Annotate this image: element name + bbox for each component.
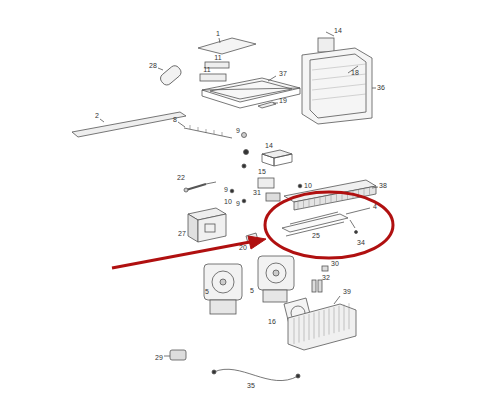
callout-number: 9 xyxy=(236,127,240,135)
callout-number: 28 xyxy=(149,62,157,70)
callout-number: 5 xyxy=(205,288,209,296)
callout-number: 29 xyxy=(155,354,163,362)
callout-number: 9 xyxy=(236,200,240,208)
callout-number: 10 xyxy=(304,182,312,190)
callout-number: 11 xyxy=(203,66,210,74)
fin-stroke xyxy=(294,318,295,344)
callout-number: 32 xyxy=(322,274,330,282)
fin-stroke xyxy=(314,199,315,206)
callout-number: 22 xyxy=(177,174,185,182)
fin-stroke xyxy=(324,310,325,336)
callout-number: 39 xyxy=(343,288,351,296)
fin-stroke xyxy=(339,306,340,332)
fin-stroke xyxy=(298,202,299,209)
fin-stroke xyxy=(364,189,365,196)
callout-number: 9 xyxy=(224,186,228,194)
fin-stroke xyxy=(303,201,304,208)
fin-stroke xyxy=(336,194,337,201)
fin-stroke xyxy=(304,315,305,341)
callout-number: 20 xyxy=(239,244,247,252)
fin-stroke xyxy=(329,309,330,335)
callout-number: 25 xyxy=(312,232,320,240)
fin-stroke xyxy=(319,311,320,337)
callout-number: 18 xyxy=(351,69,359,77)
callout-number: 30 xyxy=(331,260,339,268)
callout-number: 15 xyxy=(258,168,266,176)
fin-stroke xyxy=(325,197,326,204)
callout-number: 1 xyxy=(216,30,220,38)
callout-number: 37 xyxy=(279,70,287,78)
fin-stroke xyxy=(334,307,335,333)
fin-stroke xyxy=(349,303,350,329)
callout-number: 38 xyxy=(379,182,387,190)
fin-stroke xyxy=(342,193,343,200)
callout-number: 34 xyxy=(357,239,365,247)
callout-number: 4 xyxy=(373,203,377,211)
callout-number: 2 xyxy=(95,112,99,120)
fin-stroke xyxy=(344,305,345,331)
fin-stroke xyxy=(299,317,300,343)
callout-number: 8 xyxy=(173,116,177,124)
callout-number: 27 xyxy=(178,230,186,238)
callout-number: 11 xyxy=(214,54,221,62)
callout-number: 14 xyxy=(334,27,342,35)
callout-number: 35 xyxy=(247,382,255,390)
fin-stroke xyxy=(314,313,315,339)
fin-stroke xyxy=(309,314,310,340)
callout-number: 5 xyxy=(250,287,254,295)
fin-stroke xyxy=(309,200,310,207)
callout-number: 19 xyxy=(279,97,287,105)
fin-stroke xyxy=(369,188,370,195)
callout-number: 36 xyxy=(377,84,385,92)
callout-number: 16 xyxy=(268,318,276,326)
callout-number: 14 xyxy=(265,142,273,150)
callout-number: 31 xyxy=(253,189,261,197)
fin-stroke xyxy=(320,198,321,205)
callout-number: 10 xyxy=(224,198,232,206)
fin-stroke xyxy=(331,195,332,202)
